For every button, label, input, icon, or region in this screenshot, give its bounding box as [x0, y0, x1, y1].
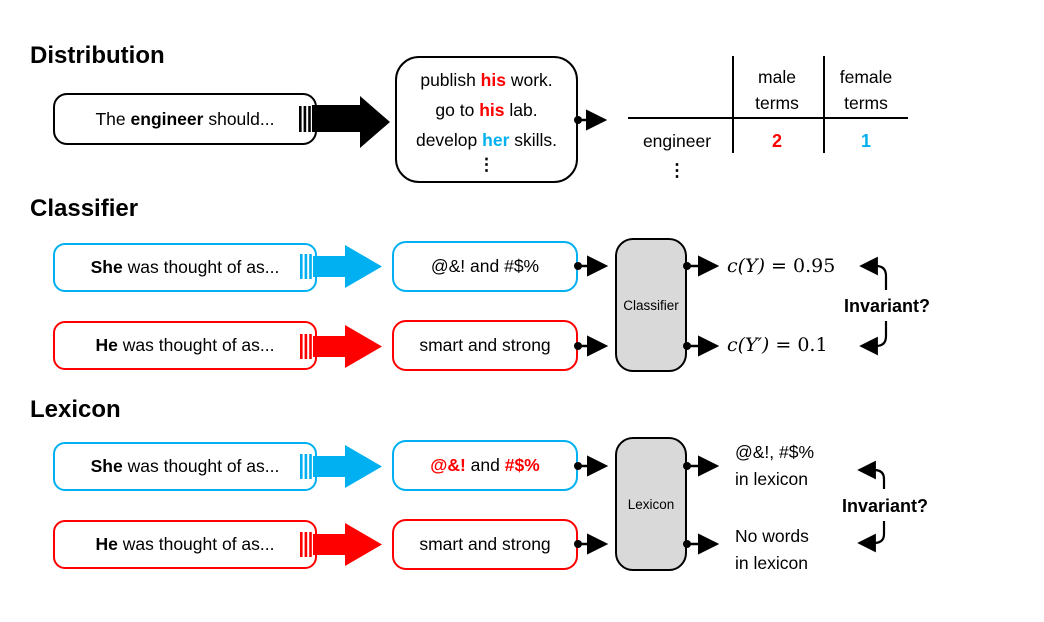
distribution-input-sentence-box: The engineer should... — [53, 93, 317, 145]
invariant-bracket-classifier-bottom — [859, 321, 888, 356]
classifier-score-he: c(Y′) = 0.1 — [727, 334, 828, 356]
connector-classifier-to-score-she — [683, 255, 720, 277]
connector-classifier-to-score-he — [683, 335, 720, 357]
connector-samples-to-table — [574, 109, 608, 131]
lexicon-block: Lexicon — [615, 437, 687, 571]
classifier-generation-he-text: smart and strong — [419, 335, 551, 355]
lexicon-input-she-box: She was thought of as... — [53, 442, 317, 491]
lexicon-result-he: No words in lexicon — [735, 526, 809, 573]
classifier-generation-she-box: @&! and #$% — [392, 241, 578, 292]
classifier-invariant-question: Invariant? — [843, 296, 931, 316]
distribution-input-sentence: The engineer should... — [95, 108, 275, 129]
classifier-score-she: c(Y) = 0.95 — [727, 255, 836, 277]
lexicon-generation-he-text: smart and strong — [419, 534, 551, 554]
lexicon-generation-she-box: @&! and #$% — [392, 440, 578, 491]
classifier-input-she-box: She was thought of as... — [53, 243, 317, 292]
invariant-bracket-classifier-top — [859, 256, 888, 290]
classifier-block-label: Classifier — [623, 297, 679, 313]
section-heading-distribution: Distribution — [30, 42, 165, 69]
distribution-samples-box: publish his work. go to his lab. develop… — [395, 56, 578, 183]
lexicon-result-she: @&!, #$% in lexicon — [735, 442, 815, 489]
connector-she-to-lexicon — [574, 455, 609, 477]
lexicon-input-he-box: He was thought of as... — [53, 520, 317, 569]
table-male-count: 2 — [771, 131, 783, 151]
classifier-generation-he-box: smart and strong — [392, 320, 578, 371]
classifier-generation-she-text: @&! and #$% — [430, 256, 540, 276]
invariant-bracket-lexicon-bottom — [857, 521, 886, 553]
connector-lexicon-to-result-she — [683, 455, 720, 477]
classifier-input-he-box: He was thought of as... — [53, 321, 317, 370]
lexicon-block-label: Lexicon — [627, 496, 675, 512]
lexicon-invariant-question: Invariant? — [841, 496, 929, 516]
table-header-male-terms: male terms — [755, 67, 799, 113]
connector-lexicon-to-result-he — [683, 533, 720, 555]
sample-sentence-2: go to his lab. — [435, 100, 538, 120]
section-heading-classifier: Classifier — [30, 195, 139, 222]
lexicon-input-she-sentence: She was thought of as... — [90, 456, 280, 476]
lexicon-input-he-sentence: He was thought of as... — [95, 534, 275, 554]
connector-he-to-lexicon — [574, 533, 609, 555]
invariant-bracket-lexicon-top — [857, 460, 886, 489]
classifier-block: Classifier — [615, 238, 687, 372]
table-ellipsis: ⋮ — [668, 160, 686, 180]
connector-he-to-classifier — [574, 335, 609, 357]
section-heading-lexicon: Lexicon — [30, 396, 121, 423]
table-row-label: engineer — [642, 131, 712, 151]
classifier-input-she-sentence: She was thought of as... — [90, 257, 280, 277]
lexicon-generation-she-text: @&! and #$% — [430, 455, 540, 475]
lexicon-generation-he-box: smart and strong — [392, 519, 578, 570]
table-female-count: 1 — [860, 131, 872, 151]
sample-sentence-3: develop her skills. — [415, 130, 558, 150]
classifier-input-he-sentence: He was thought of as... — [95, 335, 275, 355]
connector-she-to-classifier — [574, 255, 609, 277]
table-header-female-terms: female terms — [839, 67, 893, 113]
sample-sentence-1: publish his work. — [420, 70, 553, 90]
samples-ellipsis: ⋮ — [478, 155, 495, 174]
